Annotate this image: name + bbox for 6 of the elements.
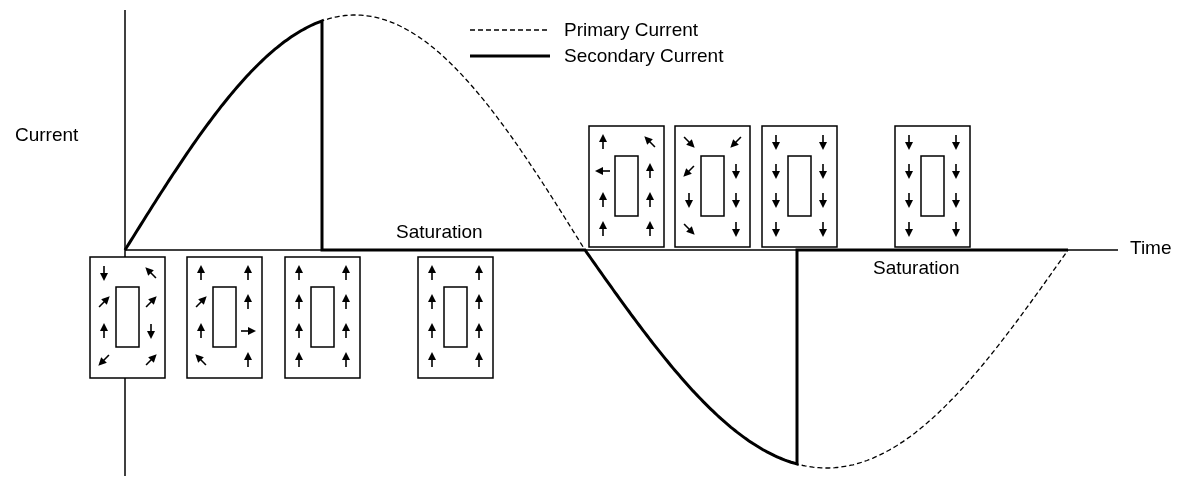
axis-label: Current — [15, 125, 79, 144]
axis-label: Time — [1130, 238, 1172, 257]
axis-label: Saturation — [873, 258, 960, 277]
axis-label: Saturation — [396, 222, 483, 241]
legend-text: Primary Current — [564, 20, 699, 39]
legend-text: Secondary Current — [564, 46, 724, 65]
